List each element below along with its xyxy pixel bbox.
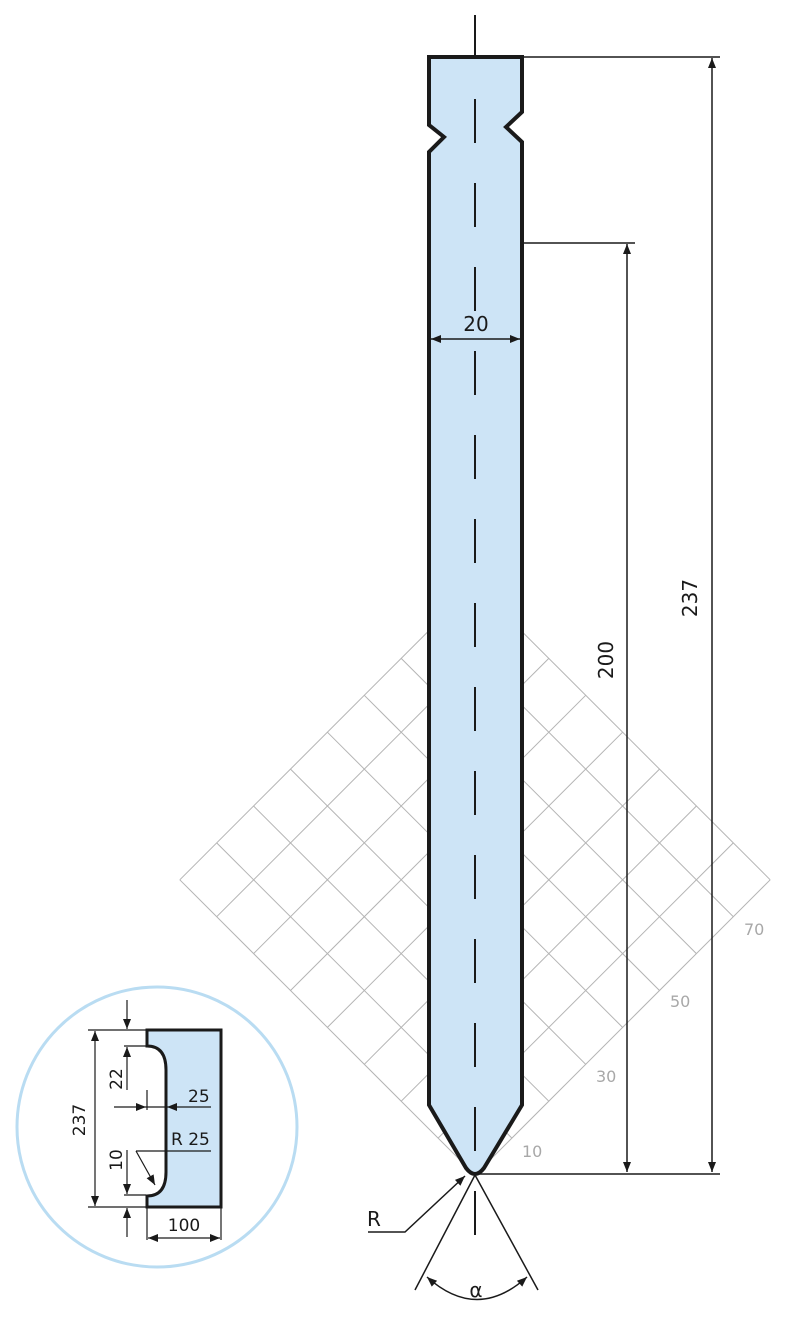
extension-lines	[478, 56, 720, 1175]
inset-detail	[15, 985, 299, 1269]
inset-radius: R 25	[171, 1130, 210, 1150]
grid-line	[179, 584, 476, 881]
radius-leader	[368, 1175, 466, 1233]
angle-lines	[414, 1174, 539, 1301]
dim-total-height: 237	[678, 579, 702, 617]
inset-width: 100	[168, 1216, 200, 1236]
grid-label-10: 10	[522, 1142, 542, 1161]
dim-working-height: 200	[594, 641, 618, 679]
inset-height: 237	[70, 1104, 90, 1136]
grid-label-70: 70	[744, 920, 764, 939]
inset-depth: 25	[188, 1087, 210, 1107]
angle-label: α	[469, 1278, 482, 1302]
dim-width: 20	[463, 312, 488, 336]
inset-lower: 10	[107, 1149, 127, 1171]
grid-line	[474, 584, 771, 881]
inset-upper: 22	[107, 1068, 127, 1090]
tip-radius-label: R	[367, 1207, 381, 1231]
grid-label-30: 30	[596, 1067, 616, 1086]
grid-label-50: 50	[670, 992, 690, 1011]
